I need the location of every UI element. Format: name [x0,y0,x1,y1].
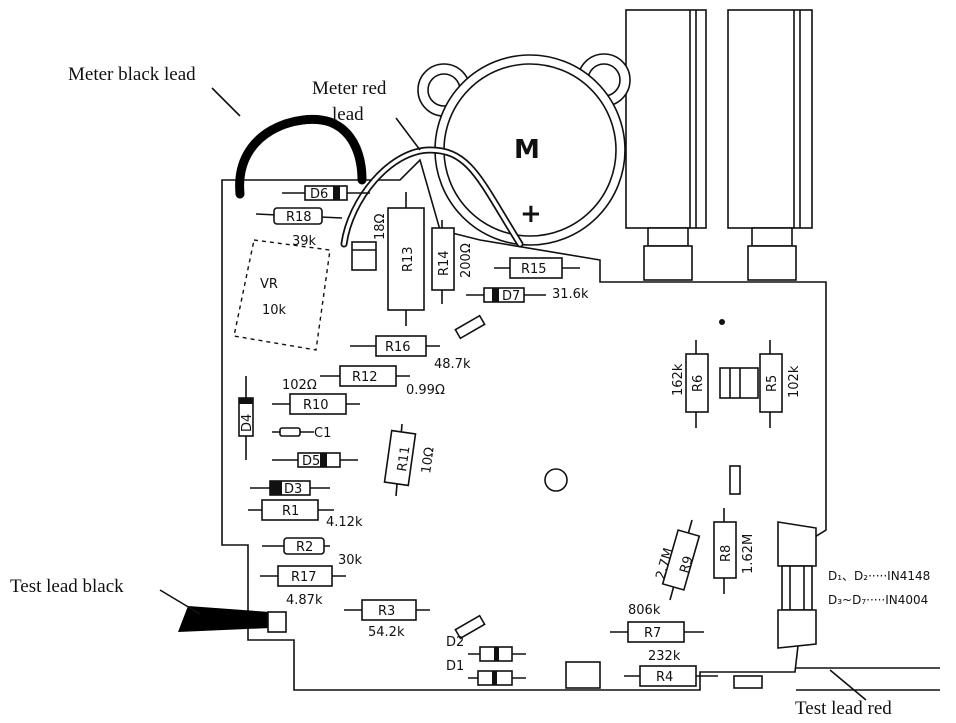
svg-text:1.62M: 1.62M [741,534,756,574]
svg-text:48.7k: 48.7k [434,357,471,372]
resistor-r6: R6 162k [671,340,709,428]
resistor-r13: R13 18Ω [373,192,425,326]
resistor-r10: 102Ω R10 [272,378,360,415]
svg-text:R1: R1 [282,504,299,519]
svg-text:R12: R12 [352,370,378,385]
test-lead-black-wire [178,606,270,632]
svg-text:D2: D2 [446,635,464,650]
meter: M + [417,53,631,246]
diode-d3: D3 [250,480,330,497]
svg-text:R13: R13 [401,246,416,272]
caption-meter-red-lead-1: Meter red [312,78,387,99]
svg-text:R14: R14 [437,250,452,276]
svg-text:R15: R15 [521,262,547,277]
battery-left [625,9,707,281]
svg-text:232k: 232k [648,649,681,664]
svg-text:D6: D6 [310,187,328,202]
resistor-r18: R18 39k [255,207,343,249]
svg-text:4.12k: 4.12k [326,515,363,530]
diode-legend-line-1: D₁、D₂·····IN4148 [828,569,930,583]
resistor-r3: R3 54.2k [344,599,430,640]
resistor-r4: 232k R4 [624,649,718,687]
svg-text:R3: R3 [378,604,395,619]
caption-meter-black-lead: Meter black lead [68,64,196,85]
svg-text:D5: D5 [302,454,320,469]
resistor-r8: R8 1.62M [713,508,756,594]
resistor-r12: R12 0.99Ω [320,365,445,398]
svg-text:10Ω: 10Ω [419,446,438,474]
resistor-r7: 806k R7 [610,603,704,643]
svg-text:R8: R8 [719,545,734,562]
svg-text:R18: R18 [286,210,312,225]
fuse-holder [777,521,817,649]
svg-text:806k: 806k [628,603,661,618]
resistor-r17: R17 4.87k [260,565,346,608]
caption-test-lead-black: Test lead black [10,576,124,597]
svg-text:0.99Ω: 0.99Ω [406,383,445,398]
svg-text:4.87k: 4.87k [286,593,323,608]
svg-text:102k: 102k [787,365,802,398]
resistor-r9: R9 2.7M [653,519,701,601]
svg-text:54.2k: 54.2k [368,625,405,640]
svg-text:R16: R16 [385,340,411,355]
resistor-r14: R14 200Ω [431,220,474,304]
resistor-r1: R1 4.12k [248,499,363,530]
mounting-hole [544,468,568,492]
diode-d7: D7 31.6k [466,287,589,304]
vr-label: VR [260,277,278,292]
svg-text:31.6k: 31.6k [552,287,589,302]
svg-text:D3: D3 [284,482,302,497]
svg-text:D1: D1 [446,659,464,674]
svg-text:R17: R17 [291,570,317,585]
meter-plus: + [520,199,542,229]
svg-text:30k: 30k [338,553,363,568]
diode-legend-line-2: D₃~D₇·····IN4004 [828,593,928,607]
caption-test-lead-red: Test lead red [795,698,892,719]
vr-potentiometer [233,239,331,351]
resistor-r15: R15 [494,257,580,279]
meter-black-lead-wire [235,114,367,199]
capacitor-c1: C1 [272,426,331,441]
caption-meter-red-lead-2: lead [332,104,364,125]
svg-text:R5: R5 [765,375,780,392]
diode-d4: D4 [238,376,255,460]
resistor-r11: R11 10Ω [383,423,438,497]
test-lead-red-wire [796,667,940,701]
battery-right [727,9,813,281]
svg-text:18Ω: 18Ω [373,213,388,240]
svg-text:R2: R2 [296,540,313,555]
svg-text:R9: R9 [677,554,696,575]
svg-text:R10: R10 [303,398,329,413]
svg-text:39k: 39k [292,234,317,249]
svg-text:102Ω: 102Ω [282,378,317,393]
diode-d1: D1 [446,659,526,686]
svg-text:R4: R4 [656,670,673,685]
svg-text:R7: R7 [644,626,661,641]
svg-text:D4: D4 [240,414,255,432]
resistor-r16: R16 48.7k [350,335,471,372]
diode-d2: D2 [446,635,526,662]
resistor-r2: R2 30k [262,537,363,568]
svg-text:D7: D7 [502,289,520,304]
svg-text:200Ω: 200Ω [459,243,474,278]
diode-d5: D5 [272,452,358,469]
svg-text:R6: R6 [691,375,706,392]
svg-text:162k: 162k [671,363,686,396]
vr-value: 10k [262,303,287,318]
diode-d6: D6 [282,185,370,202]
svg-text:R11: R11 [395,445,413,472]
meter-symbol: M [514,135,540,165]
resistor-r5: R5 102k [759,340,802,428]
svg-text:C1: C1 [314,426,331,441]
